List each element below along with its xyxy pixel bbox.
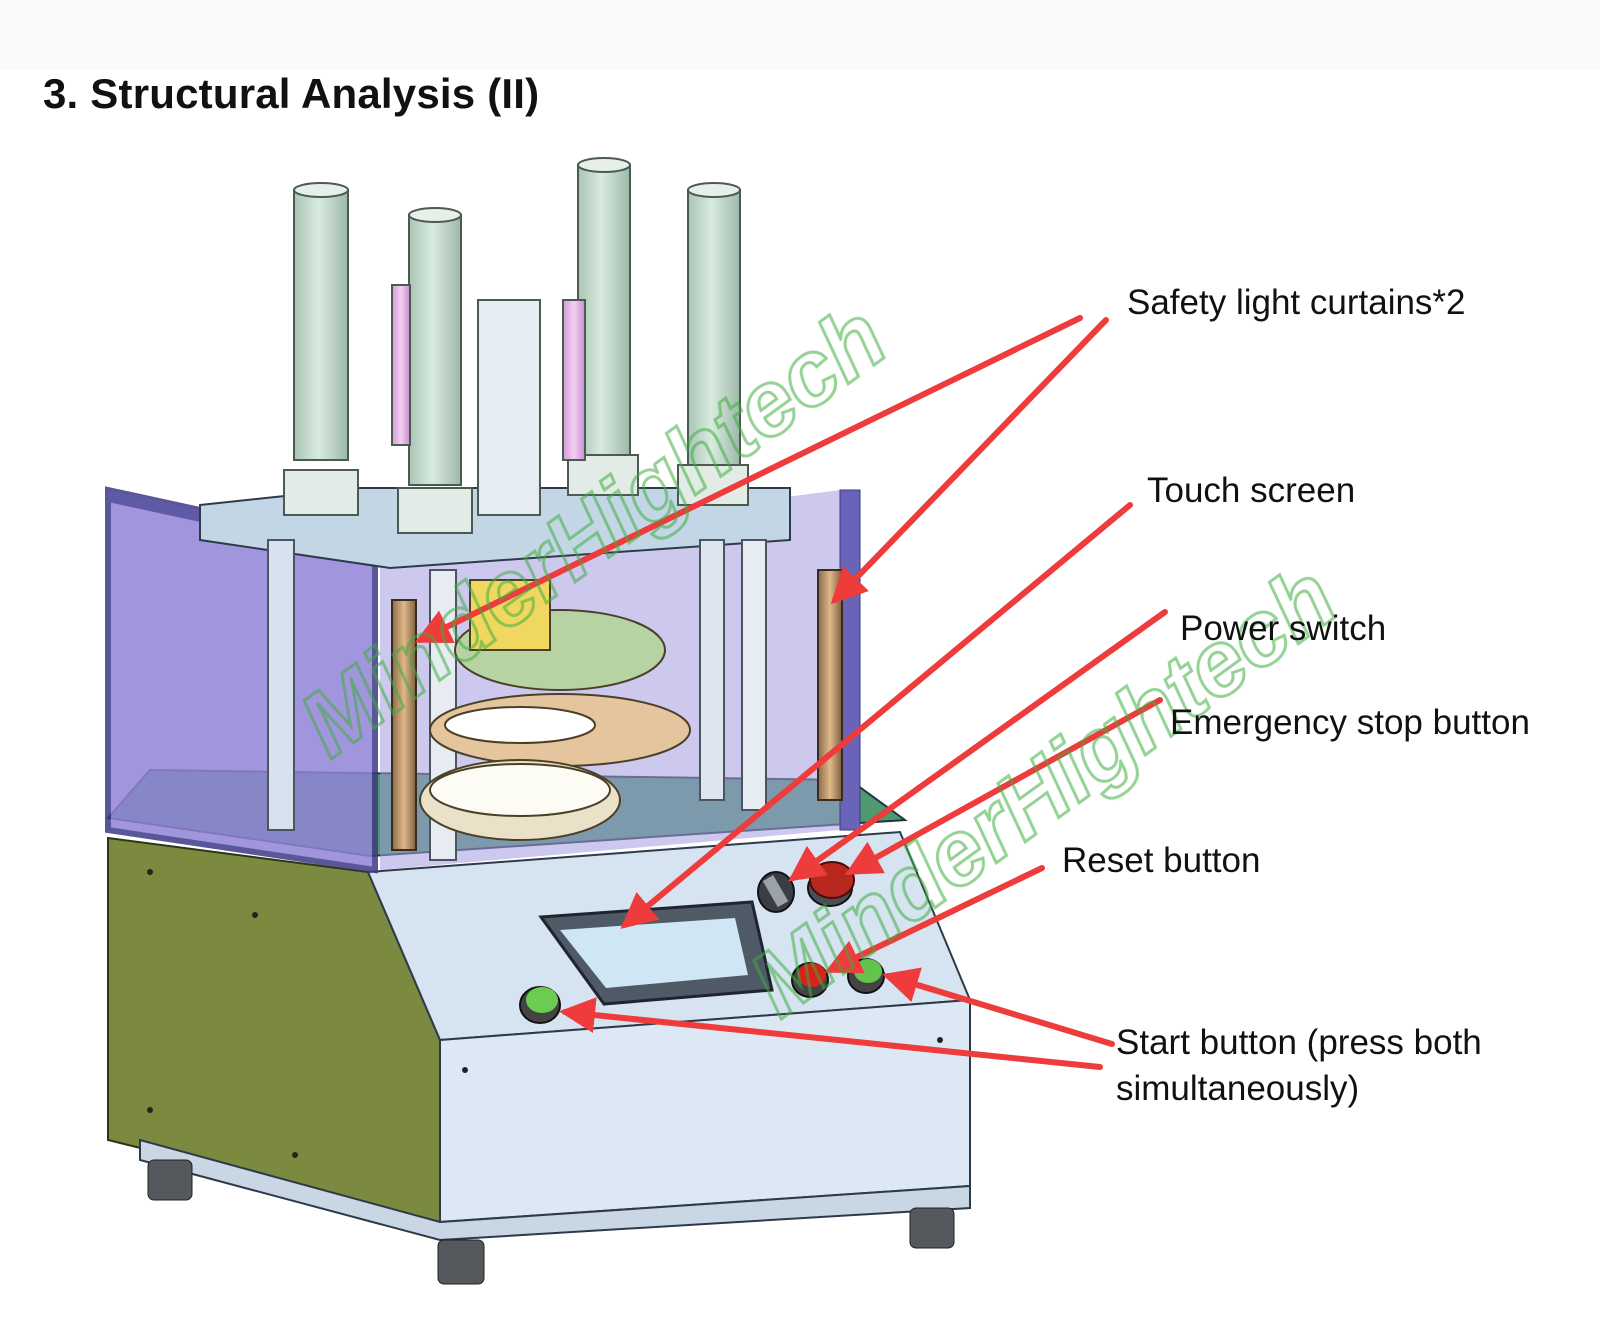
- label-emergency-stop-button: Emergency stop button: [1170, 703, 1530, 742]
- arrow-start-right: [882, 967, 1115, 1047]
- label-start-button-line2: simultaneously): [1116, 1069, 1360, 1108]
- air-cylinders: [283, 157, 749, 534]
- label-safety-light-curtains: Safety light curtains*2: [1127, 283, 1466, 322]
- arrow-curtain-left: [414, 315, 1083, 644]
- power-switch: [757, 871, 795, 913]
- label-touch-screen: Touch screen: [1147, 471, 1356, 510]
- label-power-switch: Power switch: [1180, 609, 1387, 648]
- page-title: 3. Structural Analysis (II): [43, 70, 540, 117]
- press-platens: [419, 579, 691, 841]
- label-reset-button: Reset button: [1062, 841, 1261, 880]
- header-band: [0, 0, 1600, 70]
- arrow-reset: [824, 865, 1045, 974]
- label-start-button-line1: Start button (press both: [1116, 1023, 1482, 1062]
- arrow-touch-screen: [620, 502, 1133, 929]
- arrow-power-switch: [788, 609, 1168, 882]
- arrow-start-left: [559, 997, 1103, 1070]
- light-curtain-left: [391, 599, 417, 851]
- callout-arrows: [414, 315, 1168, 1070]
- reset-button: [791, 962, 829, 998]
- start-button-left: [519, 986, 561, 1024]
- arrow-emergency-stop: [844, 697, 1163, 875]
- arrow-curtain-right: [830, 317, 1109, 605]
- touch-screen: [538, 900, 774, 1006]
- light-curtain-right: [817, 569, 843, 801]
